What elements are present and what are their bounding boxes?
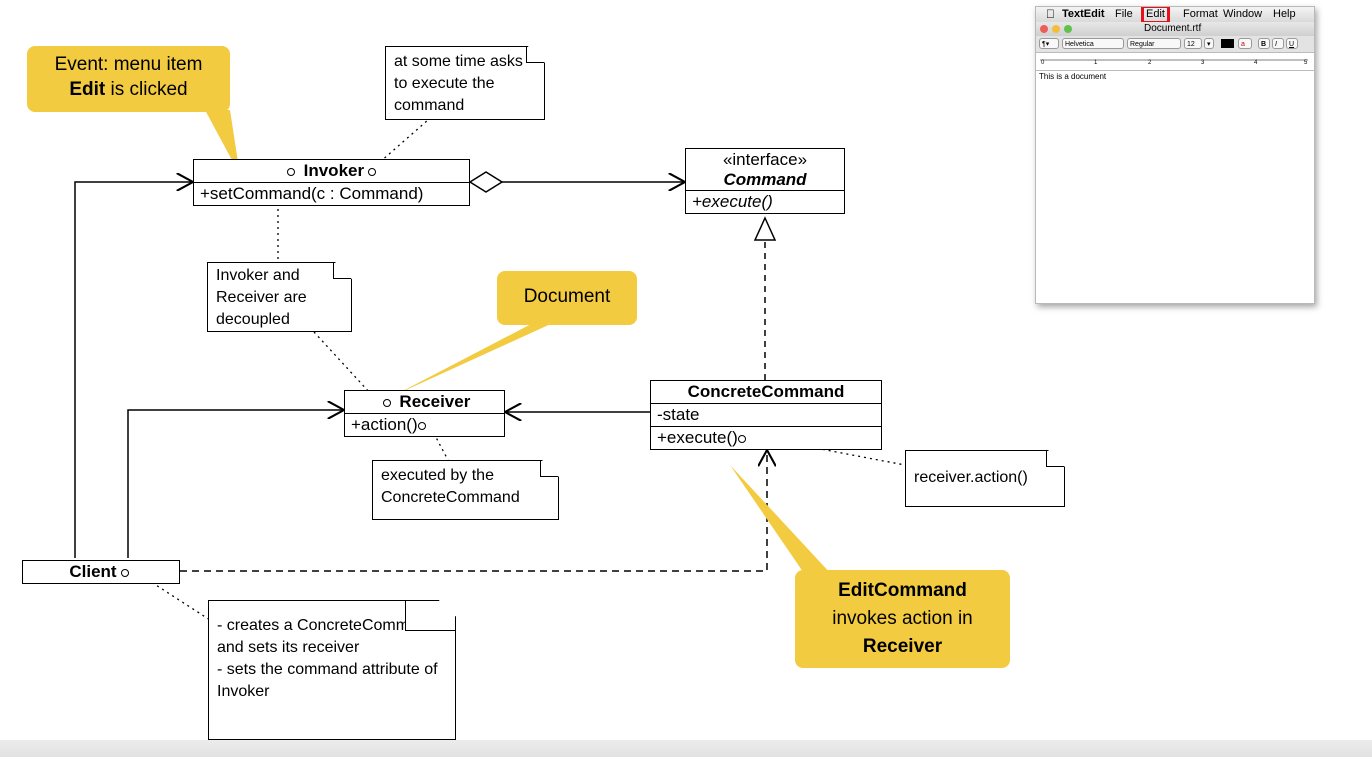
port-circle-icon: [382, 398, 391, 407]
receiver-note-text: executed by the ConcreteCommand: [381, 467, 520, 506]
ruler-tick: 1: [1094, 60, 1098, 66]
text-color-swatch[interactable]: [1221, 39, 1234, 48]
client-class: Client: [22, 560, 180, 584]
client-class-name: Client: [69, 562, 117, 581]
menu-help[interactable]: Help: [1273, 8, 1296, 20]
event-callout-bold: Edit: [69, 79, 106, 100]
command-interface: «interface» Command +execute(): [685, 148, 845, 214]
invoker-method: +setCommand(c : Command): [200, 184, 424, 203]
invoker-class-name: Invoker: [303, 161, 365, 180]
close-button[interactable]: [1040, 25, 1048, 33]
edit-command-callout: EditCommand invokes action in Receiver: [795, 570, 1010, 668]
command-method: +execute(): [692, 192, 773, 211]
bottom-edge-fade: [0, 740, 1372, 757]
client-class-header: Client: [23, 561, 179, 583]
event-callout-pointer: [205, 110, 240, 175]
receiver-method-row: +action(): [345, 414, 504, 436]
receiver-class: Receiver +action(): [344, 390, 505, 437]
client-to-concrete-dependency: [180, 450, 767, 572]
note-corner: [540, 461, 558, 477]
port-circle-icon: [737, 434, 746, 443]
event-callout-line2: Edit is clicked: [35, 77, 222, 102]
ruler-tick: 0: [1041, 60, 1045, 66]
port-circle-icon: [368, 167, 377, 176]
invoker-class: Invoker +setCommand(c : Command): [193, 159, 470, 206]
client-to-invoker-line: [74, 182, 193, 558]
italic-button[interactable]: I: [1272, 38, 1284, 49]
document-title: Document.rtf: [1144, 23, 1202, 34]
ruler-tick: 2: [1148, 60, 1152, 66]
ruler-marks: [1040, 59, 1308, 61]
event-callout: Event: menu item Edit is clicked: [27, 46, 230, 112]
ruler-tick: 4: [1254, 60, 1258, 66]
event-callout-line1: Event: menu item: [54, 54, 203, 75]
menu-window[interactable]: Window: [1223, 8, 1263, 20]
receiver-class-header: Receiver: [345, 391, 504, 414]
decoupled-note: Invoker and Receiver are decoupled: [207, 261, 353, 332]
note-corner: [405, 601, 455, 631]
event-callout-suffix: is clicked: [110, 79, 188, 100]
execute-note-text: receiver.action(): [914, 469, 1028, 486]
note-corner: [1046, 451, 1064, 467]
concrete-command-class: ConcreteCommand -state +execute(): [650, 380, 882, 450]
font-family-select[interactable]: Helvetica: [1062, 38, 1124, 49]
command-stereotype: «interface»: [722, 150, 808, 169]
concrete-command-method: +execute(): [657, 428, 738, 447]
command-name: Command: [723, 170, 807, 189]
underline-button[interactable]: U: [1286, 38, 1298, 49]
edit-callout-bold: EditCommand: [838, 580, 967, 601]
minimize-button[interactable]: [1052, 25, 1060, 33]
edit-callout-receiver: Receiver: [862, 636, 943, 657]
highlight-button[interactable]: a: [1238, 38, 1252, 49]
concrete-command-method-row: +execute(): [651, 427, 881, 449]
bold-button[interactable]: B: [1258, 38, 1270, 49]
note-corner: [526, 47, 544, 63]
concrete-command-name: ConcreteCommand: [651, 381, 881, 404]
textedit-window:  TextEdit File Edit Format Window Help …: [1035, 6, 1315, 304]
concrete-command-attribute: -state: [651, 404, 881, 427]
paragraph-menu[interactable]: ¶▾: [1039, 38, 1059, 49]
client-to-receiver-line: [127, 410, 344, 558]
document-callout-text: Document: [523, 286, 611, 307]
menu-format[interactable]: Format: [1183, 8, 1218, 20]
receiver-class-name: Receiver: [399, 392, 471, 411]
invoker-note: at some time asks to execute the command: [385, 45, 546, 120]
command-header: «interface» Command: [686, 149, 844, 191]
zoom-button[interactable]: [1064, 25, 1072, 33]
font-size-field[interactable]: 12: [1184, 38, 1202, 49]
receiver-method: +action(): [351, 415, 418, 434]
aggregation-diamond: [468, 171, 504, 193]
textedit-menubar:  TextEdit File Edit Format Window Help: [1036, 7, 1314, 24]
client-note: - creates a ConcreteCommand and sets its…: [208, 599, 457, 740]
font-size-stepper[interactable]: ▾: [1204, 38, 1214, 49]
ruler-tick: 3: [1201, 60, 1205, 66]
edit-callout-pointer: [730, 465, 832, 585]
document-text: This is a document: [1039, 72, 1107, 81]
document-callout: Document: [497, 271, 637, 325]
edit-callout-middle: invokes action in: [832, 608, 973, 629]
apple-icon[interactable]: : [1046, 7, 1055, 22]
decoupled-note-text: Invoker and Receiver are decoupled: [216, 267, 307, 328]
note-corner: [333, 263, 351, 279]
port-circle-icon: [417, 421, 426, 430]
receiver-note: executed by the ConcreteCommand: [372, 459, 560, 520]
textedit-titlebar: Document.rtf: [1036, 22, 1314, 36]
realization-triangle: [753, 216, 777, 241]
app-name[interactable]: TextEdit: [1062, 8, 1105, 20]
client-note-text-1: - creates a ConcreteCommand and sets its…: [217, 617, 436, 656]
port-circle-icon: [120, 568, 129, 577]
textedit-format-toolbar: ¶▾ Helvetica Regular 12 ▾ a B I U: [1036, 36, 1314, 53]
execute-note: receiver.action(): [905, 449, 1066, 507]
invoker-note-text: at some time asks to execute the command: [394, 53, 523, 114]
textedit-ruler: 0 1 2 3 4 5: [1036, 53, 1314, 71]
menu-file[interactable]: File: [1115, 8, 1133, 20]
client-note-text-2: - sets the command attribute of Invoker: [217, 661, 438, 700]
font-style-select[interactable]: Regular: [1127, 38, 1181, 49]
ruler-tick: 5: [1304, 60, 1308, 66]
document-body[interactable]: This is a document: [1036, 71, 1314, 82]
port-circle-icon: [286, 167, 295, 176]
document-callout-pointer: [395, 322, 555, 395]
invoker-class-header: Invoker: [194, 160, 469, 183]
